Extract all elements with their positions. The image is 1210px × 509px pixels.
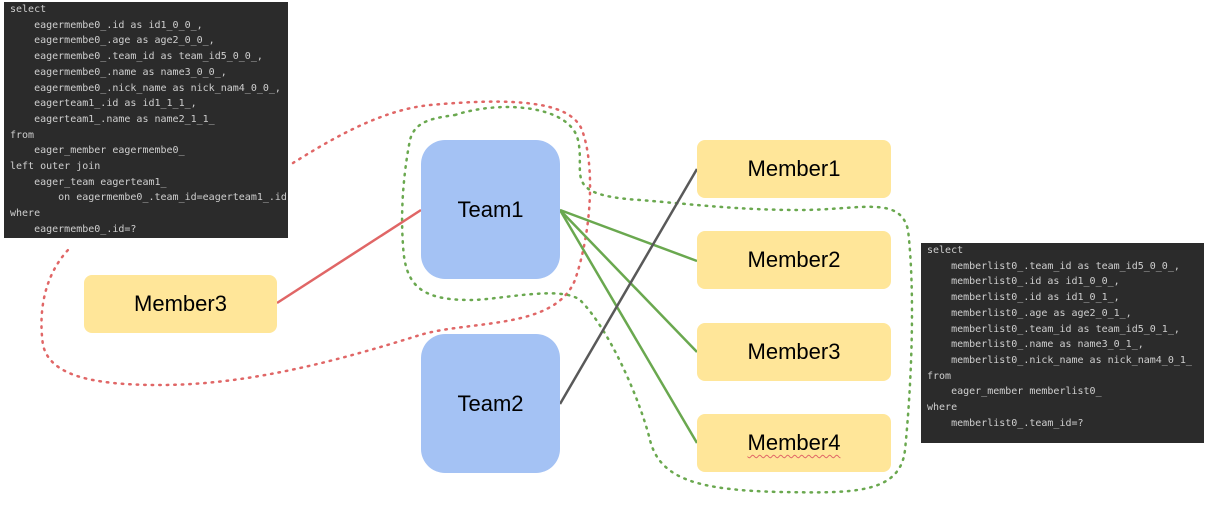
member3-left-label: Member3 <box>134 291 227 316</box>
code-line: memberlist0_.team_id as team_id5_0_0_, <box>927 260 1180 272</box>
edge-team2-member1 <box>558 168 699 405</box>
member3-node: Member3 <box>697 323 891 381</box>
code-line: where <box>927 402 958 414</box>
code-line: eagermembe0_.id=? <box>10 223 137 235</box>
code-line: eagermembe0_.team_id as team_id5_0_0_, <box>10 51 263 63</box>
edge-team1-member4 <box>558 209 699 444</box>
code-line: select <box>927 245 964 256</box>
member2-label: Member2 <box>747 247 841 272</box>
code-line: memberlist0_.id as id1_0_0_, <box>927 276 1120 288</box>
code-line: eagermembe0_.age as age2_0_0_, <box>10 35 215 47</box>
code-line: memberlist0_.age as age2_0_1_, <box>927 307 1132 319</box>
team1-label: Team1 <box>457 196 524 222</box>
code-line: memberlist0_.id as id1_0_1_, <box>927 292 1120 304</box>
sql-query-member-list: select memberlist0_.team_id as team_id5_… <box>921 243 1204 443</box>
code-line: memberlist0_.name as name3_0_1_, <box>927 339 1144 351</box>
edge-member3-team1 <box>276 208 422 305</box>
edge-team1-member3 <box>559 209 698 353</box>
code-line: where <box>10 208 41 220</box>
code-line: eagermembe0_.nick_name as nick_nam4_0_0_… <box>10 82 281 94</box>
member1-node: Member1 <box>697 140 891 198</box>
code-line: from <box>10 129 35 141</box>
code-line: memberlist0_.team_id as team_id5_0_1_, <box>927 323 1180 335</box>
code-line: left outer join <box>10 161 101 173</box>
code-line: memberlist0_.team_id=? <box>927 417 1084 429</box>
code-line: eager_member memberlist0_ <box>927 386 1102 398</box>
code-line: memberlist0_.nick_name as nick_nam4_0_1_ <box>927 354 1192 366</box>
edge-team1-member2 <box>559 208 698 263</box>
team2-label: Team2 <box>457 390 524 416</box>
code-line: eagerteam1_.name as name2_1_1_ <box>10 113 215 125</box>
team1-node: Team1 <box>421 140 560 279</box>
member1-label: Member1 <box>747 156 841 181</box>
code-line: eager_member eagermembe0_ <box>10 145 185 157</box>
code-line: on eagermembe0_.team_id=eagerteam1_.id <box>10 192 287 204</box>
sql-query-eager-join: select eagermembe0_.id as id1_0_0_, eage… <box>4 2 288 238</box>
member2-node: Member2 <box>697 231 891 289</box>
code-line: eagerteam1_.id as id1_1_1_, <box>10 98 197 110</box>
member4-node: Member4 <box>697 414 891 472</box>
member3-label: Member3 <box>747 339 841 364</box>
code-line: select <box>10 4 47 15</box>
code-line: eager_team eagerteam1_ <box>10 176 167 188</box>
code-line: from <box>927 370 952 382</box>
code-line: eagermembe0_.id as id1_0_0_, <box>10 19 203 31</box>
member4-label: Member4 <box>747 430 841 455</box>
green-dotted-region <box>400 105 914 494</box>
team2-node: Team2 <box>421 334 560 473</box>
member3-left-node: Member3 <box>84 275 277 333</box>
code-line: eagermembe0_.name as name3_0_0_, <box>10 66 227 78</box>
